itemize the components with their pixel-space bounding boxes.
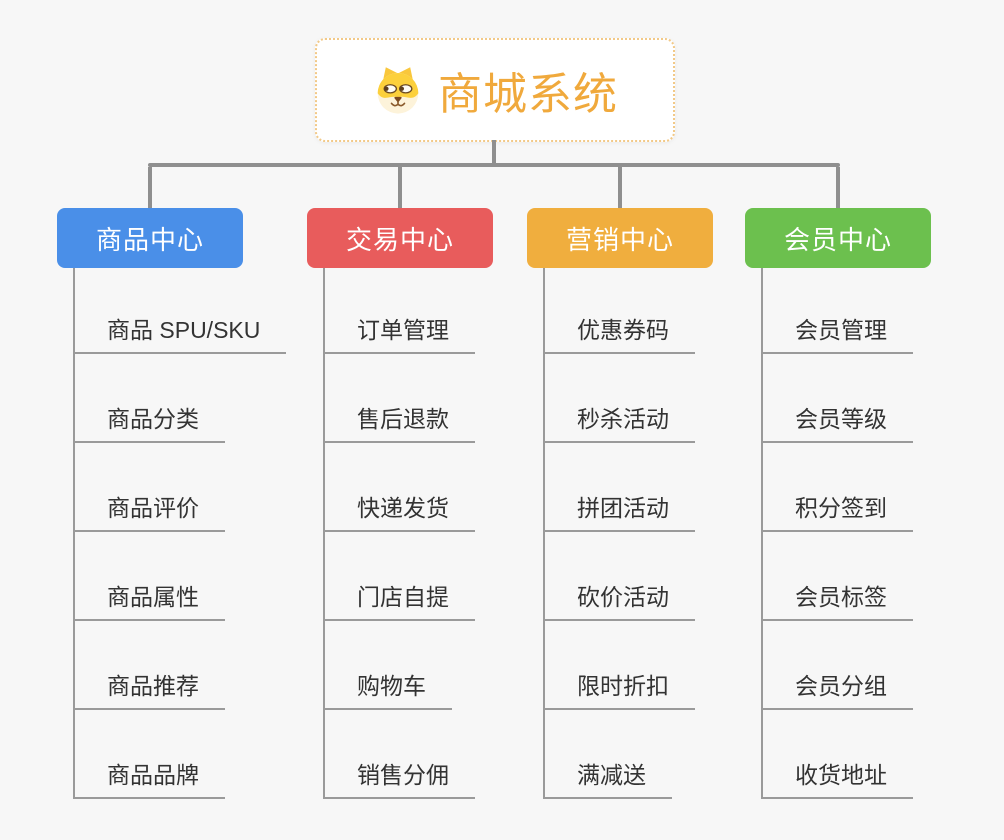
mindmap-node[interactable]: 收货地址 xyxy=(763,710,913,799)
branch-column-2: 订单管理售后退款快递发货门店自提购物车销售分佣 xyxy=(323,268,475,799)
mindmap-node[interactable]: 门店自提 xyxy=(325,532,475,621)
mindmap-node[interactable]: 会员分组 xyxy=(763,621,913,710)
dog-face-icon xyxy=(377,67,419,114)
branch-header-2[interactable]: 交易中心 xyxy=(307,208,493,268)
mindmap-node[interactable]: 会员管理 xyxy=(763,268,913,354)
mindmap-node[interactable]: 商品 SPU/SKU xyxy=(75,268,287,354)
mindmap-node[interactable]: 商品品牌 xyxy=(75,710,225,799)
mindmap-node[interactable]: 快递发货 xyxy=(325,443,475,532)
mindmap-node[interactable]: 商品属性 xyxy=(75,532,225,621)
mindmap-node[interactable]: 订单管理 xyxy=(325,268,475,354)
mindmap-node[interactable]: 商品评价 xyxy=(75,443,225,532)
branch-column-4: 会员管理会员等级积分签到会员标签会员分组收货地址 xyxy=(761,268,913,799)
mindmap-node[interactable]: 会员标签 xyxy=(763,532,913,621)
connector-root-stub xyxy=(492,140,496,167)
mindmap-node[interactable]: 砍价活动 xyxy=(545,532,695,621)
branch-header-4[interactable]: 会员中心 xyxy=(745,208,931,268)
mindmap-node[interactable]: 秒杀活动 xyxy=(545,354,695,443)
connector-bus xyxy=(148,163,840,167)
mindmap-node[interactable]: 商品推荐 xyxy=(75,621,225,710)
mindmap-node[interactable]: 购物车 xyxy=(325,621,452,710)
branch-column-3: 优惠券码秒杀活动拼团活动砍价活动限时折扣满减送 xyxy=(543,268,695,799)
mindmap-node[interactable]: 限时折扣 xyxy=(545,621,695,710)
branch-header-3[interactable]: 营销中心 xyxy=(527,208,713,268)
mindmap-node[interactable]: 售后退款 xyxy=(325,354,475,443)
connector-drop xyxy=(618,167,622,208)
mindmap-node[interactable]: 满减送 xyxy=(545,710,672,799)
mindmap-node[interactable]: 会员等级 xyxy=(763,354,913,443)
connector-drop xyxy=(836,167,840,208)
mindmap-node[interactable]: 积分签到 xyxy=(763,443,913,532)
mindmap-node[interactable]: 拼团活动 xyxy=(545,443,695,532)
branch-header-1[interactable]: 商品中心 xyxy=(57,208,243,268)
connector-drop xyxy=(398,167,402,208)
mindmap-node[interactable]: 优惠券码 xyxy=(545,268,695,354)
root-title: 商城系统 xyxy=(438,70,618,119)
root-node[interactable]: 商城系统 xyxy=(315,38,675,142)
mindmap-node[interactable]: 销售分佣 xyxy=(325,710,475,799)
mindmap-node[interactable]: 商品分类 xyxy=(75,354,225,443)
connector-drop xyxy=(148,167,152,208)
